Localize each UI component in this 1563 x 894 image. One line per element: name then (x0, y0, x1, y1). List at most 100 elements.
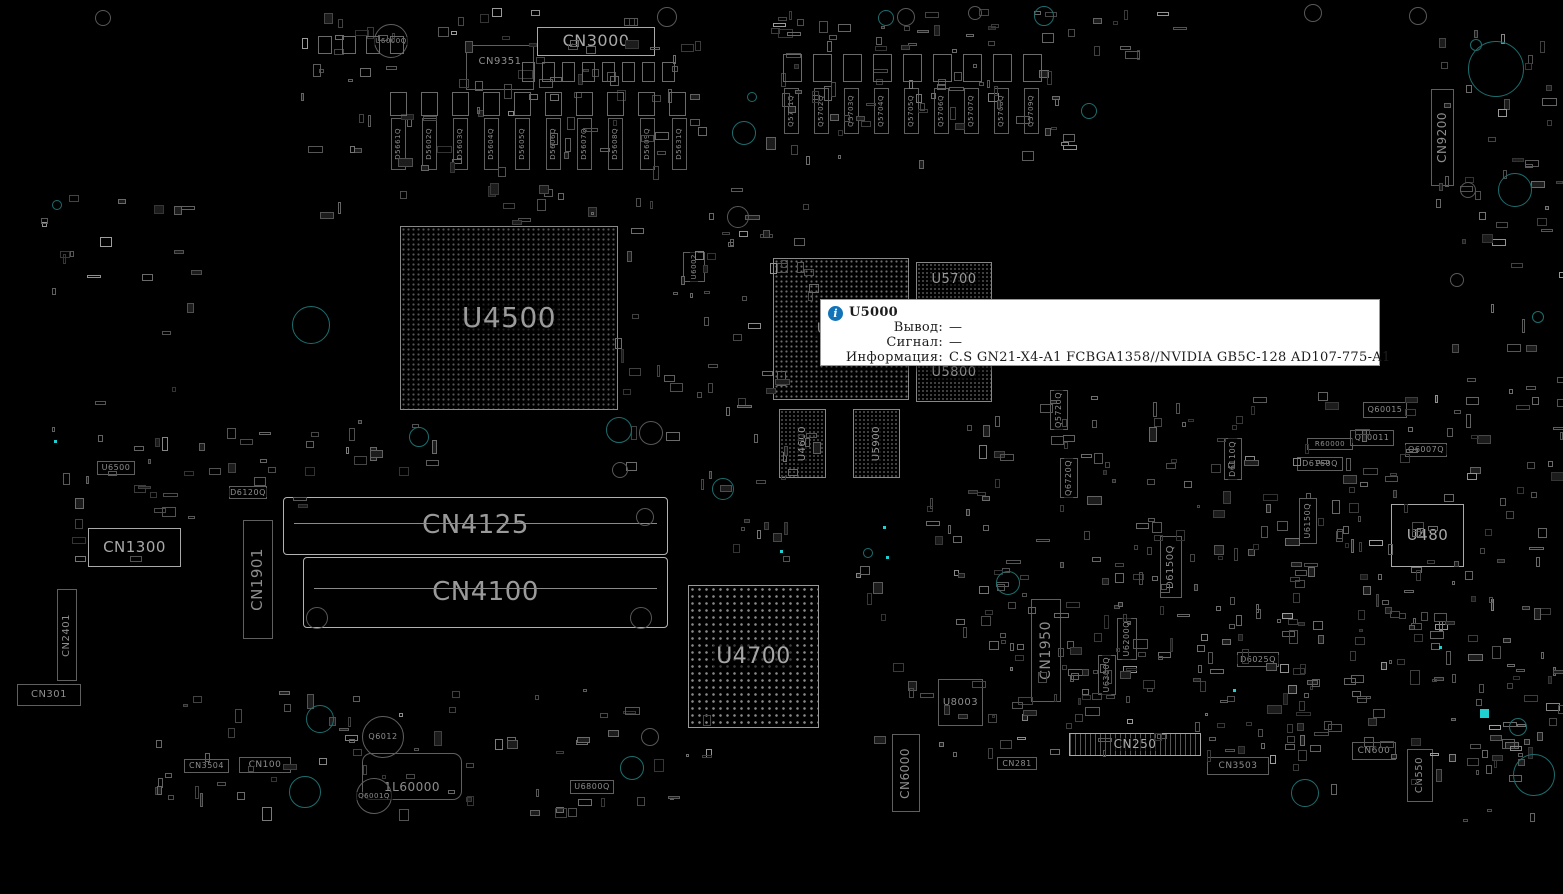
mounting-hole (1304, 4, 1322, 22)
component-d5661q[interactable]: D5661Q (391, 118, 406, 170)
smd-pad (989, 640, 1000, 651)
smd-pad (367, 114, 372, 127)
component-cn3504[interactable]: CN3504 (184, 759, 229, 773)
component-d5606q[interactable]: D5606Q (546, 118, 561, 170)
smd-pad (1531, 396, 1540, 406)
component-u8003[interactable]: U8003 (938, 679, 983, 726)
component-u6200q[interactable]: U6200Q (1117, 618, 1137, 660)
smd-pad (1404, 504, 1408, 513)
component-d5607q[interactable]: D5607Q (577, 118, 592, 170)
component-u4700[interactable]: U4700 (688, 585, 819, 728)
component-cn4125[interactable]: CN4125 (283, 497, 668, 555)
component-u6300q[interactable]: U6300Q (1098, 654, 1116, 696)
transistor-footprint (522, 62, 535, 82)
component-label: CN600 (1354, 745, 1394, 757)
transistor-footprint (318, 36, 332, 54)
component-q6012[interactable]: Q6012 (362, 716, 404, 758)
smd-pad (837, 23, 852, 32)
component-u6500[interactable]: U6500 (97, 461, 135, 475)
component-u6150q[interactable]: U6150Q (1299, 498, 1317, 544)
component-cn550[interactable]: CN550 (1407, 749, 1433, 802)
component-cn1950[interactable]: CN1950 (1031, 599, 1061, 702)
smd-pad (788, 105, 796, 114)
smd-pad (583, 68, 589, 72)
component-q5703q[interactable]: Q5703Q (844, 88, 859, 134)
component-d6160q[interactable]: D6160Q (1297, 457, 1343, 471)
smd-pad (1305, 493, 1312, 499)
smd-pad (1523, 694, 1539, 702)
component-q6007q[interactable]: Q6007Q (1405, 443, 1447, 457)
component-d5604q[interactable]: D5604Q (484, 118, 499, 170)
component-label: D5608Q (611, 125, 620, 163)
smd-pad (737, 404, 752, 409)
smd-pad (1207, 749, 1212, 763)
smd-pad (916, 94, 923, 103)
component-d6025q[interactable]: D6025Q (1237, 652, 1279, 667)
smd-pad (1267, 704, 1282, 714)
component-cn1901[interactable]: CN1901 (243, 520, 273, 639)
component-cn1300[interactable]: CN1300 (88, 528, 181, 567)
smd-pad (1127, 621, 1132, 625)
component-q5706q[interactable]: Q5706Q (934, 88, 949, 134)
test-point (409, 427, 429, 447)
component-q5720q[interactable]: Q5720Q (1050, 389, 1068, 431)
component-cn301[interactable]: CN301 (17, 684, 81, 706)
component-u5900[interactable]: U5900 (853, 409, 900, 478)
smd-pad (979, 585, 989, 594)
component-d5602q[interactable]: D5602Q (422, 118, 437, 170)
component-1l60000[interactable]: 1L60000 (362, 753, 462, 800)
component-d5603q[interactable]: D5603Q (453, 118, 468, 170)
component-cn4100[interactable]: CN4100 (303, 557, 668, 628)
component-q5702q[interactable]: Q5702Q (814, 88, 829, 134)
component-q60015[interactable]: Q60015 (1363, 402, 1407, 418)
smd-pad (1405, 397, 1418, 404)
component-q5707q[interactable]: Q5707Q (964, 88, 979, 134)
component-cn6000[interactable]: CN6000 (892, 734, 920, 812)
component-d5608q[interactable]: D5608Q (608, 118, 623, 170)
component-cn2401[interactable]: CN2401 (57, 589, 77, 681)
smd-pad (1154, 418, 1162, 428)
smd-pad (1063, 145, 1077, 151)
smd-pad (763, 522, 769, 531)
smd-pad (1477, 435, 1492, 444)
component-d5609q[interactable]: D5609Q (640, 118, 655, 170)
component-u480[interactable]: U480 (1391, 504, 1464, 567)
component-d5631q[interactable]: D5631Q (672, 118, 687, 170)
component-label: CN100 (245, 759, 285, 771)
component-q5701q[interactable]: Q5701Q (784, 88, 799, 134)
component-r60000[interactable]: R60000 (1307, 438, 1353, 450)
component-d6120q[interactable]: D6120Q (227, 486, 269, 499)
component-u4500[interactable]: U4500 (400, 226, 618, 410)
component-cn600[interactable]: CN600 (1352, 742, 1396, 760)
tooltip-info-value: C.S GN21-X4-A1 FCBGA1358//NVIDIA GB5C-12… (949, 350, 1391, 365)
component-q6001q[interactable]: Q6001Q (355, 778, 393, 814)
smd-pad (162, 437, 168, 451)
component-cn281[interactable]: CN281 (997, 757, 1037, 770)
smd-pad (1414, 634, 1423, 643)
smd-pad (564, 137, 571, 153)
component-q5709q[interactable]: Q5709Q (1024, 88, 1039, 134)
component-d6150q[interactable]: D6150Q (1160, 536, 1182, 598)
component-cn250[interactable]: CN250 (1069, 733, 1201, 756)
component-q6720q[interactable]: Q6720Q (1060, 457, 1078, 499)
component-q60011[interactable]: Q60011 (1350, 430, 1394, 446)
component-cn9351[interactable]: CN9351 (466, 45, 534, 90)
smd-pad (304, 466, 316, 476)
component-d5605q[interactable]: D5605Q (515, 118, 530, 170)
net-highlight-dot (1479, 708, 1489, 718)
smd-pad (566, 117, 576, 130)
smd-pad (449, 161, 455, 173)
smd-pad (51, 426, 55, 432)
component-q5704q[interactable]: Q5704Q (874, 88, 889, 134)
smd-pad (637, 796, 645, 807)
component-q5708q[interactable]: Q5708Q (994, 88, 1009, 134)
component-cn3503[interactable]: CN3503 (1207, 757, 1269, 775)
component-u6800q[interactable]: U6800Q (570, 780, 614, 794)
smd-pad (827, 41, 832, 52)
smd-pad (1054, 613, 1070, 619)
component-d6110q[interactable]: D6110Q (1224, 438, 1242, 480)
smd-pad (1481, 234, 1493, 244)
smd-pad (1232, 425, 1237, 431)
